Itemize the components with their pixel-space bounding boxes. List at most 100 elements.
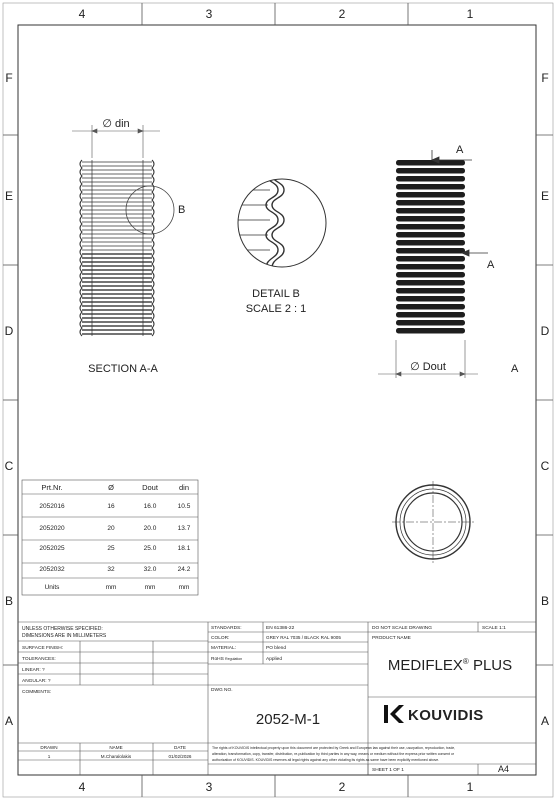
detail-callout-label: B (178, 204, 185, 216)
parts-table: Prt.Nr. Ø Dout din 2052016 16 16.0 10.5 … (21, 479, 199, 596)
table-cell: 32.0 (144, 566, 157, 573)
conduit-rib (396, 328, 465, 334)
kouvidis-logo-icon (384, 705, 404, 723)
drawn-label: DRAWN (40, 745, 57, 750)
conduit-rib (396, 240, 465, 246)
table-header: Ø (108, 483, 114, 492)
section-cut-arrows (430, 150, 488, 257)
conduit-rib (396, 264, 465, 270)
conduit-rib (396, 304, 465, 310)
conduit-rib (396, 192, 465, 198)
company-logo: KOUVIDIS (384, 705, 484, 724)
column-label-bottom: 1 (467, 780, 474, 794)
row-label-right: E (541, 189, 549, 203)
table-cell: 16.0 (144, 503, 157, 510)
column-label-top: 1 (467, 7, 474, 21)
comments-label: COMMENTS: (22, 689, 51, 695)
row-label-right: C (541, 459, 550, 473)
section-view: ∅ din B SECTION A-A (72, 118, 185, 375)
dout-dimension (378, 340, 478, 378)
end-view (392, 481, 474, 563)
tolerances-label: TOLERANCES: (22, 656, 56, 662)
view-marker: A (511, 363, 519, 375)
table-cell: 25 (107, 545, 115, 552)
conduit-rib (396, 320, 465, 326)
dwg-no-label: DWG NO. (211, 687, 233, 693)
standards-value: EN 61386-22 (266, 625, 295, 631)
detail-b-callout (125, 185, 175, 235)
row-label-left: C (5, 459, 14, 473)
column-label-top: 4 (79, 7, 86, 21)
conduit-rib (396, 176, 465, 182)
column-label-bottom: 3 (206, 780, 213, 794)
section-outline (79, 159, 155, 337)
detail-scale: SCALE 2 : 1 (246, 303, 307, 315)
date-value: 01/02/2026 (169, 754, 192, 759)
table-cell: 20 (107, 525, 115, 532)
copyright-notice: The rights of KOUVIDIS intellectual prop… (212, 746, 455, 750)
conduit-rib (396, 288, 465, 294)
angular-tolerance: ANGULAR: ? (22, 678, 51, 684)
table-cell: 13.7 (178, 525, 191, 532)
rohs-sub: Regulation (225, 657, 242, 661)
row-label-right: B (541, 594, 549, 608)
conduit-rib (396, 216, 465, 222)
table-cell: 2052020 (39, 525, 65, 532)
column-label-top: 2 (339, 7, 346, 21)
table-header: Prt.Nr. (41, 483, 62, 492)
color-label: COLOR: (211, 635, 229, 641)
row-label-right: D (541, 324, 550, 338)
din-dimension-label: ∅ din (102, 118, 129, 130)
row-label-right: F (541, 71, 548, 85)
table-units: mm (145, 584, 156, 591)
dimensions-note: DIMENSIONS ARE IN MILLIMETERS (22, 633, 107, 639)
section-label: SECTION A-A (88, 363, 158, 375)
row-label-right: A (541, 714, 549, 728)
table-header: din (179, 483, 189, 492)
product-name-label: PRODUCT NAME (372, 635, 411, 641)
table-cell: 2052032 (39, 566, 65, 573)
do-not-scale-note: DO NOT SCALE DRAWING (372, 625, 432, 631)
conduit-rib (396, 168, 465, 174)
conduit-rib (396, 232, 465, 238)
conduit-rib (396, 248, 465, 254)
copyright-notice: alteration, transformation, copy, transf… (212, 752, 455, 756)
table-units: mm (106, 584, 117, 591)
color-value: GREY RAL 7035 / BLACK RAL 9005 (266, 635, 341, 640)
scale-value: SCALE 1:1 (482, 625, 506, 631)
table-cell: 2052016 (39, 503, 65, 510)
table-cell: 32 (107, 566, 115, 573)
detail-title: DETAIL B (252, 288, 300, 300)
table-units: Units (45, 584, 61, 591)
name-value: M.Charalolakis (101, 754, 132, 759)
surface-finish-label: SURFACE FINISH: (22, 645, 63, 651)
conduit-rib (396, 160, 465, 166)
sheet-number: SHEET 1 OF 1 (372, 767, 404, 773)
conduit-rib (396, 296, 465, 302)
din-dimension (72, 125, 160, 158)
row-label-left: F (5, 71, 12, 85)
table-cell: 18.1 (178, 545, 191, 552)
table-header: Dout (142, 483, 159, 492)
drawing-number: 2052-M-1 (256, 711, 320, 728)
row-label-left: E (5, 189, 13, 203)
linear-tolerance: LINEAR: ? (22, 667, 45, 673)
conduit-rib (396, 200, 465, 206)
row-label-left: D (5, 324, 14, 338)
title-block: UNLESS OTHERWISE SPECIFIED: DIMENSIONS A… (18, 621, 536, 775)
row-label-left: A (5, 714, 13, 728)
table-cell: 10.5 (178, 503, 191, 510)
company-name: KOUVIDIS (408, 707, 484, 724)
material-value: PO blend (266, 645, 286, 651)
table-units: mm (179, 584, 190, 591)
conduit-rib (396, 312, 465, 318)
table-cell: 16 (107, 503, 115, 510)
conduit-rib (396, 184, 465, 190)
table-cell: 2052025 (39, 545, 65, 552)
conduit-rib (396, 280, 465, 286)
name-label: NAME (109, 745, 122, 750)
drawn-value: 1 (48, 754, 51, 759)
